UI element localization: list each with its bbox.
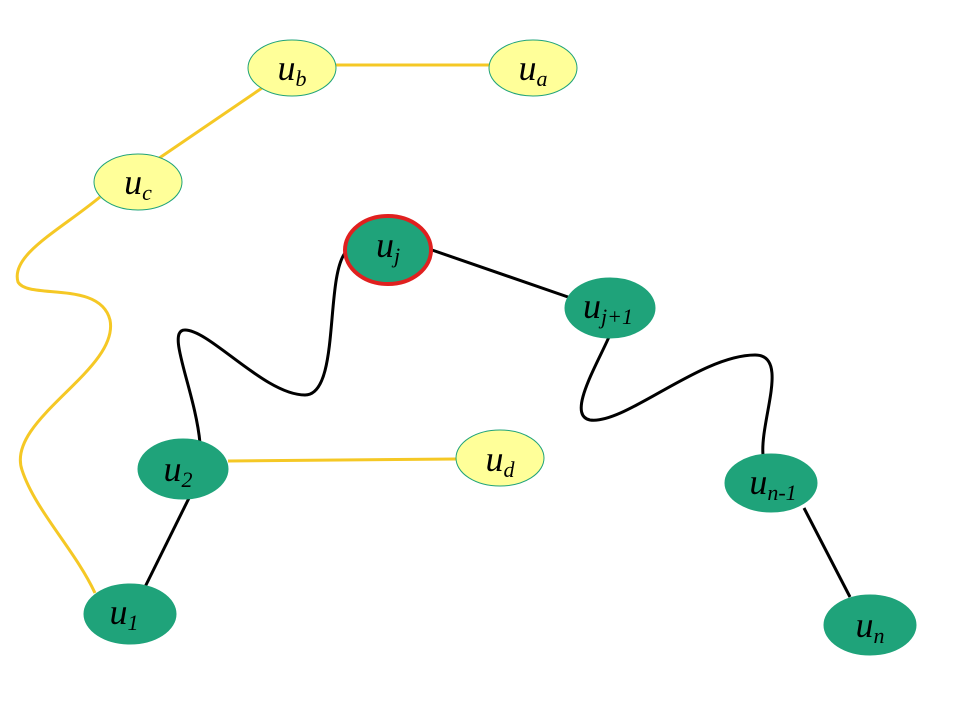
node-ub: ub xyxy=(247,39,337,97)
node-shape xyxy=(93,153,183,211)
node-shape xyxy=(247,39,337,97)
edge-uc-u1 xyxy=(15,195,112,594)
node-u2: u2 xyxy=(137,438,229,500)
edge-u2-uj xyxy=(176,252,347,444)
node-u1: u1 xyxy=(83,583,177,645)
edge-uc-ub xyxy=(151,86,263,165)
node-label: uj+1 xyxy=(583,286,633,329)
node-label: ud xyxy=(486,439,516,482)
node-label: un-1 xyxy=(749,462,796,505)
node-uj: uj xyxy=(343,214,433,286)
node-ua: ua xyxy=(488,39,578,97)
node-label: un xyxy=(856,605,885,648)
node-label: u1 xyxy=(110,592,139,635)
node-uj1: uj+1 xyxy=(564,277,656,339)
node-shape xyxy=(137,438,229,500)
node-shape xyxy=(455,429,545,487)
node-shape xyxy=(83,583,177,645)
node-label: ub xyxy=(278,48,307,91)
edge-u1-u2 xyxy=(143,495,192,588)
edge-u2-ud xyxy=(227,457,457,463)
node-ud: ud xyxy=(455,429,545,487)
node-label: uj xyxy=(376,225,400,268)
edge-un1-un xyxy=(802,507,852,598)
yellow-edges xyxy=(15,63,490,594)
node-shape xyxy=(488,39,578,97)
node-shape xyxy=(823,594,917,656)
node-un1: un-1 xyxy=(724,453,818,513)
node-shape-highlighted xyxy=(343,214,433,286)
black-edges xyxy=(143,248,852,598)
node-label: ua xyxy=(519,48,548,91)
edge-uj-uj1 xyxy=(431,248,569,299)
node-label: uc xyxy=(124,162,152,205)
edge-uj1-un1 xyxy=(579,329,774,456)
node-label: u2 xyxy=(164,449,193,492)
node-uc: uc xyxy=(93,153,183,211)
node-shape xyxy=(724,453,818,513)
node-shape xyxy=(564,277,656,339)
node-un: un xyxy=(823,594,917,656)
